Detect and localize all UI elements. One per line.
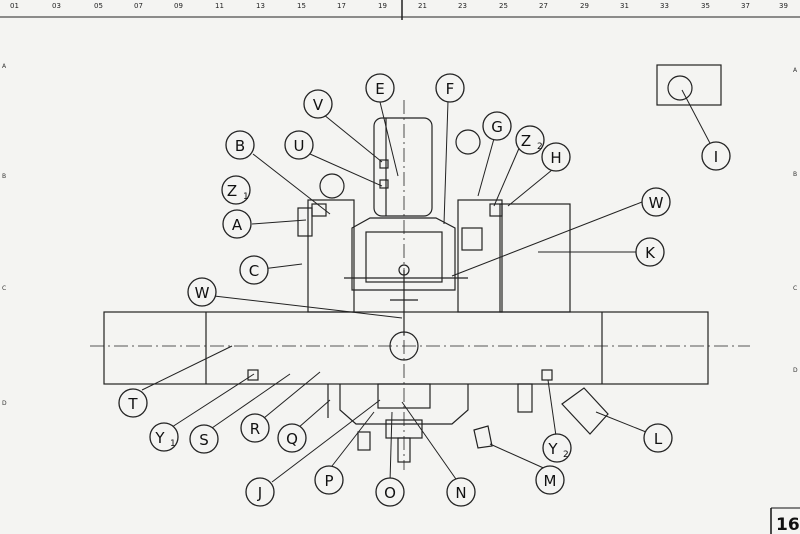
callout-z2-label: Z (521, 132, 531, 150)
callout-z1-sub: 1 (243, 192, 249, 202)
callout-j: J (245, 477, 275, 507)
callout-i: I (701, 141, 731, 171)
callout-r-label: R (250, 420, 260, 438)
callout-y1-label: Y (154, 429, 165, 447)
callout-s: S (189, 424, 219, 454)
ruler-tick-21: 21 (418, 2, 427, 10)
row-mark-a-left: A (2, 63, 7, 70)
ruler-tick-11: 11 (215, 2, 224, 10)
callout-i-label: I (714, 148, 718, 166)
callout-f: F (435, 73, 465, 103)
ruler-tick-23: 23 (458, 2, 467, 10)
callout-l: L (643, 423, 673, 453)
callout-y2-label: Y (547, 440, 558, 458)
callout-j-label: J (257, 484, 262, 502)
callout-a: A (222, 209, 252, 239)
callout-k: K (635, 237, 665, 267)
callout-s-label: S (199, 431, 209, 449)
callout-w-right-label: W (649, 194, 664, 212)
callout-l-label: L (654, 430, 663, 448)
ruler-tick-01: 01 (10, 2, 19, 10)
callout-t: T (118, 388, 148, 418)
ruler-tick-03: 03 (52, 2, 61, 10)
ruler-tick-31: 31 (620, 2, 629, 10)
row-mark-b-right: B (793, 171, 797, 178)
ruler-tick-05: 05 (94, 2, 103, 10)
callout-h: H (541, 142, 571, 172)
row-mark-c-right: C (793, 285, 797, 292)
row-mark-c-left: C (2, 285, 6, 292)
ruler-tick-09: 09 (174, 2, 183, 10)
callout-u-label: U (294, 137, 305, 155)
callout-v: V (303, 89, 333, 119)
callout-q: Q (277, 423, 307, 453)
callout-m-label: M (544, 472, 557, 490)
callout-k-label: K (645, 244, 656, 262)
callout-y1-sub: 1 (170, 439, 176, 449)
callout-w-left-label: W (195, 284, 210, 302)
leader-lines (141, 89, 713, 483)
ruler-tick-19: 19 (378, 2, 387, 10)
page-number-box: 16 (770, 507, 800, 534)
callout-h-label: H (550, 149, 561, 167)
row-mark-a-right: A (793, 67, 798, 74)
callout-b-label: B (235, 137, 245, 155)
callout-w-right: W (641, 187, 671, 217)
callout-g-label: G (491, 118, 503, 136)
callout-r: R (240, 413, 270, 443)
callout-z2-sub: 2 (537, 142, 543, 152)
row-mark-d-right: D (793, 367, 798, 374)
callout-c-label: C (249, 262, 259, 280)
callout-t-label: T (127, 395, 138, 413)
ruler-tick-29: 29 (580, 2, 589, 10)
callout-g: G (482, 111, 512, 141)
ruler-tick-27: 27 (539, 2, 548, 10)
callout-c: C (239, 255, 269, 285)
row-marks: A A B B C C D D (2, 63, 798, 407)
ruler-tick-39: 39 (779, 2, 788, 10)
callout-o: O (375, 477, 405, 507)
ruler-tick-35: 35 (701, 2, 710, 10)
ruler-tick-15: 15 (297, 2, 306, 10)
ruler-tick-07: 07 (134, 2, 143, 10)
callout-e: E (365, 73, 395, 103)
callout-n: N (446, 477, 476, 507)
callout-o-label: O (384, 484, 396, 502)
callout-p: P (314, 465, 344, 495)
callout-z1-label: Z (227, 182, 237, 200)
callout-m: M (535, 465, 565, 495)
callout-q-label: Q (286, 430, 298, 448)
callout-a-label: A (232, 216, 243, 234)
ruler-tick-25: 25 (499, 2, 508, 10)
callout-w-left: W (187, 277, 217, 307)
callout-n-label: N (455, 484, 466, 502)
callout-y2-sub: 2 (563, 450, 569, 460)
row-mark-d-left: D (2, 400, 7, 407)
machine-outline (90, 64, 750, 470)
ruler-tick-33: 33 (660, 2, 669, 10)
callout-b: B (225, 130, 255, 160)
callout-v-label: V (313, 96, 324, 114)
page-number: 16 (776, 515, 800, 534)
top-ruler: 01 03 05 07 09 11 13 15 17 19 21 23 25 2… (0, 0, 800, 20)
ruler-tick-37: 37 (741, 2, 750, 10)
callout-f-label: F (446, 80, 455, 98)
ruler-tick-17: 17 (337, 2, 346, 10)
callout-e-label: E (375, 80, 384, 98)
callout-u: U (284, 130, 314, 160)
row-mark-b-left: B (2, 173, 6, 180)
ruler-tick-13: 13 (256, 2, 265, 10)
callout-p-label: P (324, 472, 333, 490)
